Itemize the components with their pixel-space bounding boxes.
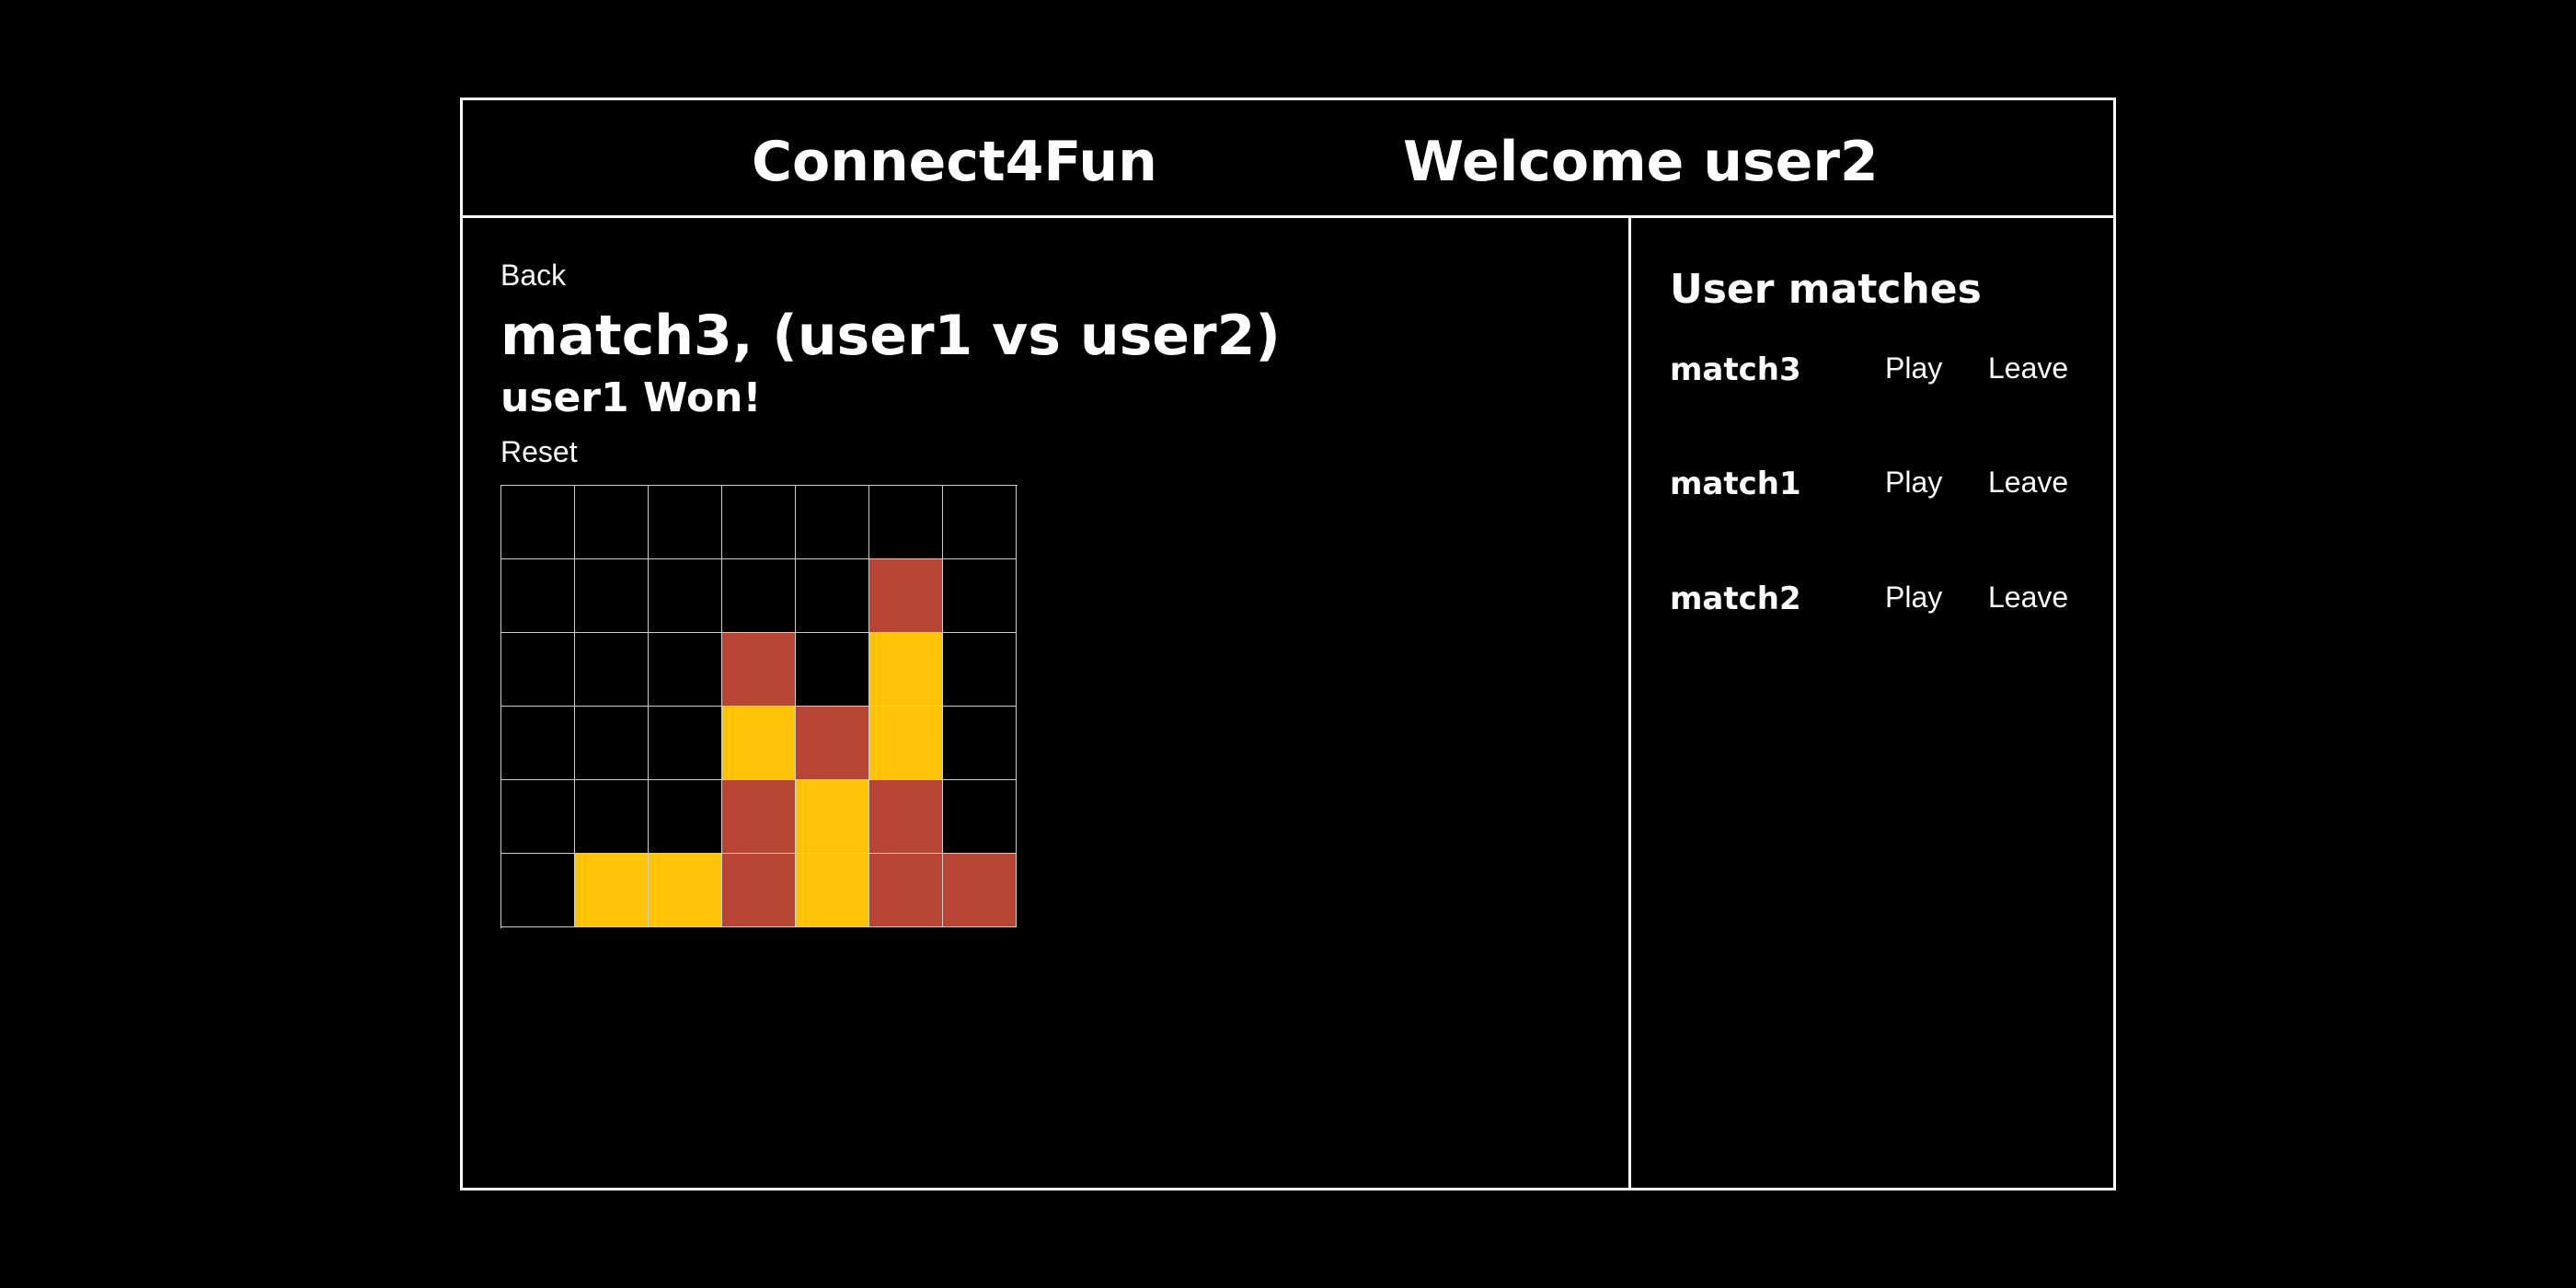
board-cell-yellow-disc[interactable]	[722, 707, 796, 780]
match-row: match2 Play Leave	[1670, 581, 2093, 617]
game-board	[500, 485, 1018, 928]
board-cell-yellow-disc[interactable]	[869, 633, 943, 707]
board-cell-red-disc[interactable]	[722, 633, 796, 707]
board-cell-empty[interactable]	[722, 559, 796, 633]
user-matches-sidebar: User matches match3 Play Leave match1 Pl…	[1631, 218, 2113, 1188]
match-name: match1	[1670, 466, 1801, 502]
board-cell-empty[interactable]	[943, 633, 1017, 707]
board-cell-empty[interactable]	[501, 707, 575, 780]
board-cell-red-disc[interactable]	[869, 559, 943, 633]
match-title: match3, (user1 vs user2)	[500, 304, 1281, 368]
board-cell-yellow-disc[interactable]	[869, 707, 943, 780]
board-cell-empty[interactable]	[501, 633, 575, 707]
match-row: match3 Play Leave	[1670, 351, 2093, 388]
play-link[interactable]: Play	[1885, 351, 1943, 385]
board-cell-empty[interactable]	[501, 486, 575, 559]
board-cell-empty[interactable]	[575, 559, 649, 633]
welcome-message: Welcome user2	[1403, 130, 1879, 194]
board-cell-empty[interactable]	[943, 780, 1017, 854]
back-link[interactable]: Back	[500, 259, 567, 292]
board-cell-empty[interactable]	[943, 486, 1017, 559]
board-cell-empty[interactable]	[869, 486, 943, 559]
board-cell-yellow-disc[interactable]	[575, 854, 649, 927]
board-cell-red-disc[interactable]	[722, 780, 796, 854]
leave-link[interactable]: Leave	[1988, 351, 2069, 385]
board-cell-empty[interactable]	[575, 486, 649, 559]
board-cell-empty[interactable]	[649, 486, 722, 559]
app-frame: Connect4Fun Welcome user2 Back match3, (…	[460, 98, 2116, 1190]
sidebar-title: User matches	[1670, 266, 1982, 313]
board-cell-empty[interactable]	[943, 707, 1017, 780]
board-cell-red-disc[interactable]	[869, 780, 943, 854]
play-link[interactable]: Play	[1885, 466, 1943, 499]
board-cell-empty[interactable]	[943, 559, 1017, 633]
app-title: Connect4Fun	[752, 130, 1157, 194]
match-row: match1 Play Leave	[1670, 466, 2093, 502]
board-cell-empty[interactable]	[796, 559, 869, 633]
board-cell-red-disc[interactable]	[943, 854, 1017, 927]
board-cell-yellow-disc[interactable]	[796, 780, 869, 854]
match-name: match3	[1670, 351, 1801, 388]
board-cell-empty[interactable]	[649, 780, 722, 854]
board-cell-empty[interactable]	[501, 780, 575, 854]
board-cell-empty[interactable]	[796, 486, 869, 559]
match-name: match2	[1670, 581, 1801, 617]
header: Connect4Fun Welcome user2	[463, 100, 2113, 218]
board-cell-red-disc[interactable]	[722, 854, 796, 927]
board-cell-empty[interactable]	[575, 780, 649, 854]
board-cell-red-disc[interactable]	[796, 707, 869, 780]
game-panel: Back match3, (user1 vs user2) user1 Won!…	[463, 218, 1631, 1188]
leave-link[interactable]: Leave	[1988, 466, 2069, 499]
leave-link[interactable]: Leave	[1988, 581, 2069, 614]
board-cell-red-disc[interactable]	[869, 854, 943, 927]
board-cell-empty[interactable]	[722, 486, 796, 559]
board-cell-empty[interactable]	[575, 707, 649, 780]
reset-link[interactable]: Reset	[500, 435, 578, 468]
board-cell-empty[interactable]	[796, 633, 869, 707]
board-cell-empty[interactable]	[501, 559, 575, 633]
play-link[interactable]: Play	[1885, 581, 1943, 614]
board-cell-yellow-disc[interactable]	[649, 854, 722, 927]
board-cell-empty[interactable]	[649, 633, 722, 707]
board-cell-empty[interactable]	[649, 707, 722, 780]
board-cell-yellow-disc[interactable]	[796, 854, 869, 927]
board-cell-empty[interactable]	[501, 854, 575, 927]
board-cell-empty[interactable]	[575, 633, 649, 707]
board-cell-empty[interactable]	[649, 559, 722, 633]
game-status: user1 Won!	[500, 374, 762, 421]
